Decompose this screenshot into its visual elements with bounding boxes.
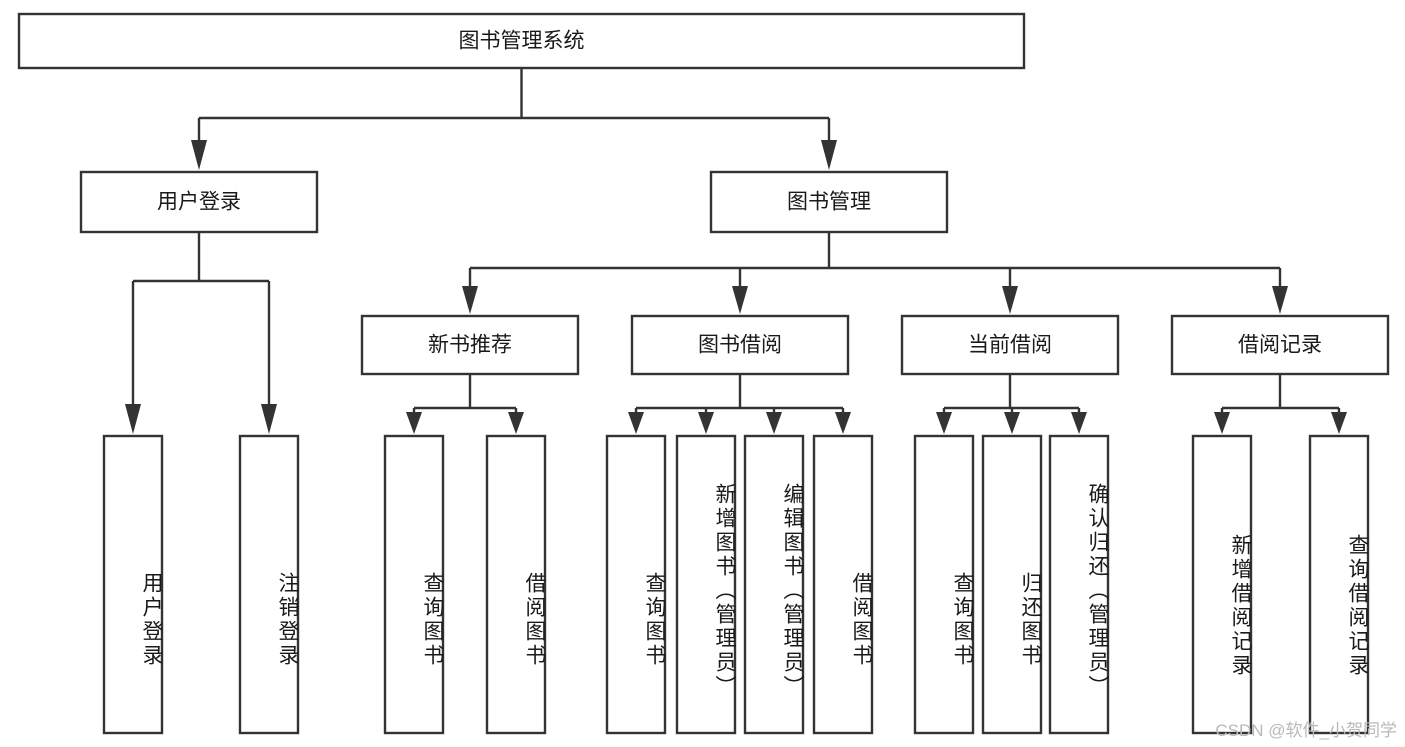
node-label-book-borrow: 图书借阅 [698, 334, 782, 357]
node-box-leaf-current-confirm-return[interactable] [1048, 434, 1110, 735]
arrow-head-leaf-current-return-book [1004, 412, 1020, 434]
arrow-head-book-manage [821, 140, 837, 170]
csdn-watermark: CSDN @软件_小贺同学 [1215, 721, 1397, 740]
node-box-leaf-current-query-book[interactable] [913, 434, 975, 735]
node-box-new-book-rec[interactable] [360, 314, 580, 376]
arrow-head-leaf-rec-query-book [406, 412, 422, 434]
node-box-leaf-borrow-borrow-book[interactable] [812, 434, 874, 735]
arrow-head-leaf-borrow-borrow-book [835, 412, 851, 434]
arrow-head-leaf-record-query [1331, 412, 1347, 434]
connector-group-book-manage [462, 232, 1288, 314]
arrow-head-book-borrow [732, 286, 748, 314]
arrow-head-leaf-current-confirm-return [1071, 412, 1087, 434]
node-box-user-login[interactable] [79, 170, 319, 234]
node-box-leaf-current-return-book[interactable] [981, 434, 1043, 735]
node-box-leaf-borrow-edit-book[interactable] [743, 434, 805, 735]
node-box-leaf-record-query[interactable] [1308, 434, 1370, 735]
arrow-head-leaf-user-logout [261, 404, 277, 434]
node-box-borrow-record[interactable] [1170, 314, 1390, 376]
node-box-leaf-record-add[interactable] [1191, 434, 1253, 735]
arrow-head-leaf-rec-borrow-book [508, 412, 524, 434]
arrow-head-user-login [191, 140, 207, 170]
arrow-head-leaf-user-login [125, 404, 141, 434]
node-box-leaf-borrow-query-book[interactable] [605, 434, 667, 735]
node-box-current-borrow[interactable] [900, 314, 1120, 376]
node-box-root[interactable] [17, 12, 1026, 70]
arrow-head-leaf-borrow-query-book [628, 412, 644, 434]
node-box-leaf-user-logout[interactable] [238, 434, 300, 735]
arrow-head-leaf-current-query-book [936, 412, 952, 434]
arrow-head-borrow-record [1272, 286, 1288, 314]
node-label-book-manage: 图书管理 [787, 191, 871, 214]
connector-group-borrow-record [1214, 374, 1347, 434]
node-box-leaf-rec-query-book[interactable] [383, 434, 445, 735]
connector-group-new-book-rec [406, 374, 524, 434]
node-box-leaf-user-login[interactable] [102, 434, 164, 735]
node-label-new-book-rec: 新书推荐 [428, 334, 512, 357]
arrow-head-new-book-rec [462, 286, 478, 314]
arrow-head-current-borrow [1002, 286, 1018, 314]
connector-group-user-login [125, 232, 277, 434]
node-box-leaf-rec-borrow-book[interactable] [485, 434, 547, 735]
node-label-root: 图书管理系统 [459, 30, 585, 53]
node-box-book-borrow[interactable] [630, 314, 850, 376]
node-box-leaf-borrow-add-book[interactable] [675, 434, 737, 735]
arrow-head-leaf-borrow-add-book [698, 412, 714, 434]
connector-group-root [191, 68, 837, 170]
node-label-user-login: 用户登录 [157, 191, 241, 214]
connector-group-current-borrow [936, 374, 1087, 434]
node-label-current-borrow: 当前借阅 [968, 334, 1052, 357]
node-box-book-manage[interactable] [709, 170, 949, 234]
connector-group-book-borrow [628, 374, 851, 434]
arrow-head-leaf-borrow-edit-book [766, 412, 782, 434]
node-label-borrow-record: 借阅记录 [1238, 334, 1322, 357]
arrow-head-leaf-record-add [1214, 412, 1230, 434]
